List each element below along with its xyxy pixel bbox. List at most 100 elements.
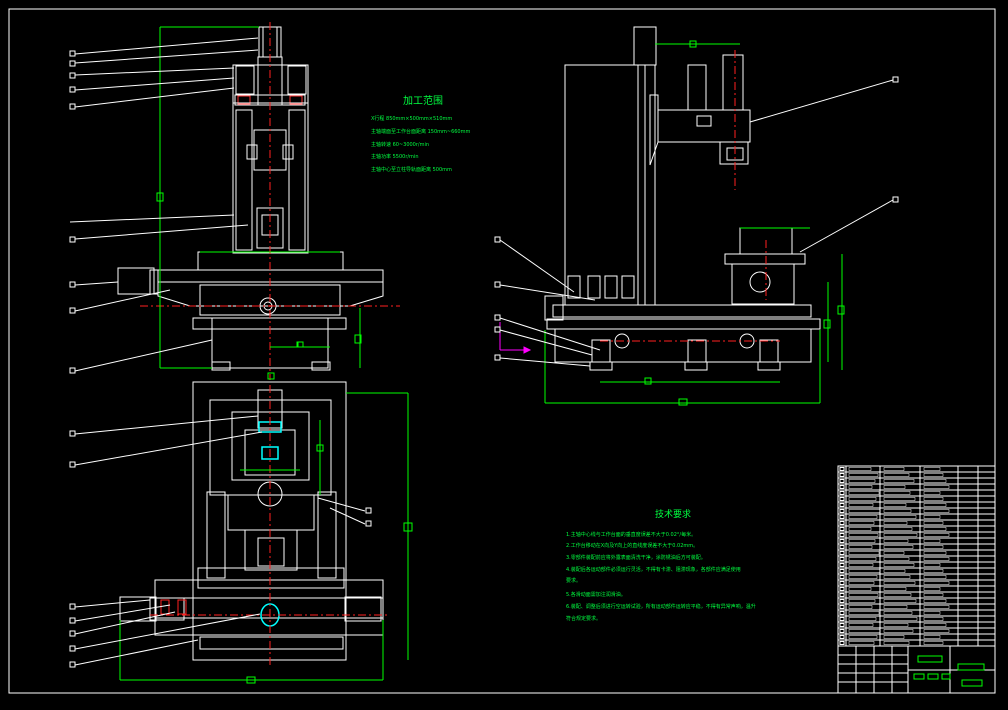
parts-list-cell: [848, 551, 880, 555]
parts-list-cell: [848, 485, 873, 489]
tech-requirement-line: 符合规定要求。: [566, 615, 601, 622]
parts-list-cell: [848, 557, 877, 561]
parts-list-cell: [923, 581, 950, 585]
processing-range-line: 主轴功率 5500r/min: [371, 153, 418, 160]
tech-requirement-line: 4.装配后各运动部件必须运行灵活，不得有卡滞、阻滞现象，各部件应满足使用: [566, 566, 741, 573]
processing-range-title: 加工范围: [403, 94, 443, 107]
parts-list-table: [837, 465, 996, 647]
parts-list-cell: [883, 551, 905, 555]
parts-list-number: [839, 551, 845, 555]
parts-list-cell: [923, 479, 947, 483]
parts-list-cell: [848, 569, 881, 573]
parts-list-cell: [923, 641, 944, 645]
parts-list-cell: [883, 641, 910, 645]
parts-list-cell: [848, 497, 877, 501]
parts-list-cell: [848, 581, 875, 585]
parts-list-cell: [848, 503, 874, 507]
parts-list-cell: [848, 491, 880, 495]
side-view-centerlines: [600, 50, 780, 342]
parts-list-number: [839, 563, 845, 567]
parts-list-cell: [923, 587, 941, 591]
parts-list-cell: [923, 557, 950, 561]
processing-range-line: 主轴中心至立柱导轨面距离 500mm: [371, 166, 452, 173]
parts-list-cell: [923, 473, 944, 477]
parts-list-cell: [923, 629, 950, 633]
parts-list-cell: [923, 539, 941, 543]
parts-list-number: [839, 521, 845, 525]
parts-list-cell: [848, 527, 872, 531]
parts-list-cell: [923, 617, 944, 621]
parts-list-cell: [848, 521, 875, 525]
tech-requirement-line: 5.各滑动面需加注润滑油。: [566, 591, 626, 598]
parts-list-cell: [883, 599, 917, 603]
parts-list-number: [839, 641, 845, 645]
parts-list-number: [839, 581, 845, 585]
tech-requirement-line: 1.主轴中心线与工作台面的垂直度误差不大于0.02°/每米。: [566, 531, 696, 538]
parts-list-number: [839, 497, 845, 501]
parts-list-cell: [923, 545, 944, 549]
parts-list-cell: [848, 629, 881, 633]
sheet-border: [8, 8, 996, 694]
parts-list-cell: [848, 539, 876, 543]
parts-list-cell: [923, 491, 941, 495]
parts-list-cell: [923, 593, 944, 597]
balloon-markers: [69, 50, 899, 668]
front-view: [117, 26, 384, 371]
parts-list-cell: [883, 473, 910, 477]
parts-list-cell: [883, 527, 913, 531]
parts-list-cell: [848, 599, 876, 603]
parts-list-cell: [848, 563, 874, 567]
parts-list-number: [839, 629, 845, 633]
leader-lines: [69, 37, 894, 666]
parts-list-cell: [923, 509, 950, 513]
parts-list-cell: [923, 503, 947, 507]
processing-range-line: X行程 850mm×500mm×510mm: [371, 115, 452, 122]
parts-list-cell: [923, 485, 950, 489]
parts-list-cell: [848, 617, 877, 621]
tech-requirement-line: 3.零部件装配前应将外露表面清洗干净，涂防锈油后方可装配。: [566, 554, 706, 561]
parts-list-cell: [883, 557, 910, 561]
parts-list-cell: [883, 623, 909, 627]
parts-list-cell: [923, 623, 947, 627]
parts-list-cell: [848, 473, 879, 477]
parts-list-cell: [883, 587, 907, 591]
parts-list-cell: [883, 491, 911, 495]
parts-list-cell: [923, 527, 947, 531]
processing-range-line: 主轴端面至工作台面距离 150mm~660mm: [371, 128, 470, 135]
side-view-dimensions: [544, 40, 845, 406]
parts-list-number: [839, 605, 845, 609]
parts-list-number: [839, 611, 845, 615]
parts-list-number: [839, 617, 845, 621]
parts-list-cell: [883, 479, 915, 483]
parts-list-cell: [848, 479, 876, 483]
parts-list-cell: [923, 611, 941, 615]
parts-list-number: [839, 509, 845, 513]
parts-list-number: [839, 527, 845, 531]
parts-list-number: [839, 485, 845, 489]
parts-list-cell: [883, 629, 914, 633]
parts-list-cell: [883, 521, 908, 525]
parts-list-cell: [848, 533, 879, 537]
parts-list-cell: [883, 497, 916, 501]
parts-list-number: [839, 479, 845, 483]
parts-list-cell: [923, 467, 941, 471]
parts-list-number: [839, 503, 845, 507]
parts-list-number: [839, 587, 845, 591]
parts-list-number: [839, 491, 845, 495]
parts-list-number: [839, 635, 845, 639]
parts-list-cell: [883, 545, 914, 549]
front-view-dimensions: [156, 26, 362, 380]
parts-list-cell: [883, 509, 912, 513]
parts-list-cell: [883, 515, 917, 519]
parts-list-cell: [883, 611, 913, 615]
parts-list-cell: [883, 581, 916, 585]
processing-range-block: 加工范围 X行程 850mm×500mm×510mm 主轴端面至工作台面距离 1…: [371, 94, 470, 173]
parts-list-cell: [848, 467, 872, 471]
parts-list-cell: [883, 605, 908, 609]
tech-requirements-block: 技术要求 1.主轴中心线与工作台面的垂直度误差不大于0.02°/每米。 2.工作…: [566, 508, 756, 622]
parts-list-cell: [923, 575, 947, 579]
side-view: [544, 26, 821, 371]
processing-range-line: 主轴转速 60~3000r/min: [371, 141, 429, 148]
parts-list-cell: [923, 635, 941, 639]
